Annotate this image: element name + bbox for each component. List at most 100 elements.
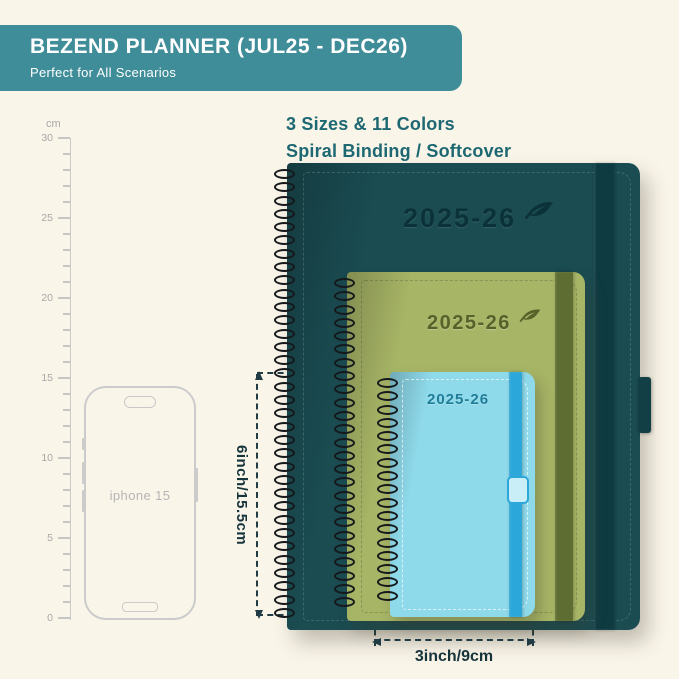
- spiral-ring: [377, 537, 398, 548]
- spiral-ring: [274, 581, 295, 592]
- ruler-tick: [63, 345, 70, 347]
- ruler-tick: [63, 281, 70, 283]
- iphone-outline: iphone 15: [82, 386, 198, 620]
- arrow-down-icon: [255, 610, 263, 619]
- spiral-binding: [274, 169, 300, 624]
- ruler-tick-label: 25: [41, 212, 53, 224]
- spiral-ring: [274, 341, 295, 352]
- spiral-ring: [274, 262, 295, 273]
- ruler-tick: [58, 457, 70, 459]
- spiral-ring: [274, 434, 295, 445]
- spiral-ring: [274, 315, 295, 326]
- ruler-tick-label: 0: [47, 612, 53, 624]
- ruler-tick: [63, 201, 70, 203]
- feature-line-sizes: 3 Sizes & 11 Colors: [286, 114, 455, 134]
- ruler-tick: [58, 617, 70, 619]
- phone-port: [122, 602, 158, 612]
- spiral-ring: [377, 497, 398, 508]
- spiral-ring: [334, 583, 355, 594]
- elastic-band: [594, 163, 614, 630]
- ruler-tick: [63, 425, 70, 427]
- spiral-ring: [274, 195, 295, 206]
- spiral-ring: [377, 484, 398, 495]
- width-dimension-line: [372, 638, 536, 646]
- ruler-tick: [63, 233, 70, 235]
- ruler-tick: [58, 537, 70, 539]
- spiral-ring: [377, 510, 398, 521]
- spiral-ring: [377, 471, 398, 482]
- phone-mute-switch: [82, 438, 85, 450]
- spiral-ring: [334, 464, 355, 475]
- ruler-tick: [63, 249, 70, 251]
- spiral-ring: [334, 530, 355, 541]
- ruler-tick: [63, 441, 70, 443]
- spiral-ring: [274, 248, 295, 259]
- ruler-tick: [63, 505, 70, 507]
- ruler-tick: [63, 329, 70, 331]
- spiral-ring: [334, 597, 355, 608]
- spiral-ring: [377, 378, 398, 388]
- height-dimension-label: 6inch/15.5cm: [233, 444, 250, 546]
- spiral-ring: [274, 381, 295, 392]
- arrow-left-icon: [372, 638, 381, 646]
- spiral-ring: [334, 304, 355, 315]
- pen-loop: [638, 377, 651, 433]
- phone-label: iphone 15: [109, 488, 171, 503]
- spiral-ring: [274, 275, 295, 286]
- spiral-ring: [274, 607, 295, 618]
- spiral-ring: [274, 301, 295, 312]
- spiral-ring: [334, 410, 355, 421]
- elastic-band: [555, 272, 573, 621]
- spiral-ring: [274, 474, 295, 485]
- spiral-ring: [274, 448, 295, 459]
- ruler-tick: [63, 313, 70, 315]
- spiral-ring: [274, 488, 295, 499]
- spiral-ring: [377, 590, 398, 601]
- spiral-ring: [274, 528, 295, 539]
- spiral-ring: [334, 384, 355, 395]
- spiral-ring: [377, 417, 398, 428]
- spiral-ring: [274, 421, 295, 432]
- spiral-binding: [377, 378, 403, 611]
- planner-small: 2025-26: [377, 372, 535, 617]
- ruler-tick: [63, 569, 70, 571]
- spiral-ring: [274, 235, 295, 246]
- spiral-ring: [274, 594, 295, 605]
- ruler-tick: [63, 361, 70, 363]
- spiral-ring: [334, 344, 355, 355]
- ruler-tick: [58, 137, 70, 139]
- spiral-ring: [274, 514, 295, 525]
- ruler-tick-label: 10: [41, 452, 53, 464]
- spiral-ring: [334, 543, 355, 554]
- spiral-ring: [334, 517, 355, 528]
- spiral-ring: [377, 444, 398, 455]
- spiral-ring: [334, 397, 355, 408]
- spiral-ring: [274, 222, 295, 233]
- spiral-ring: [274, 567, 295, 578]
- ruler-tick: [63, 185, 70, 187]
- year-label: 2025-26: [427, 391, 490, 408]
- ruler-unit-label: cm: [46, 118, 61, 130]
- banner-title: BEZEND PLANNER (JUL25 - DEC26): [30, 35, 408, 58]
- spiral-ring: [334, 424, 355, 435]
- spiral-ring: [334, 490, 355, 501]
- year-label: 2025-26: [403, 203, 517, 233]
- spiral-ring: [377, 391, 398, 402]
- phone-volume-down-button: [82, 490, 85, 512]
- ruler-tick-label: 20: [41, 292, 53, 304]
- spiral-binding: [334, 278, 360, 615]
- spiral-ring: [334, 371, 355, 382]
- feather-icon: [524, 202, 554, 220]
- spiral-ring: [334, 331, 355, 342]
- spiral-ring: [274, 501, 295, 512]
- spiral-ring: [274, 461, 295, 472]
- ruler-tick: [58, 217, 70, 219]
- ruler-tick: [63, 265, 70, 267]
- spiral-ring: [274, 355, 295, 366]
- title-banner: BEZEND PLANNER (JUL25 - DEC26) Perfect f…: [0, 25, 462, 91]
- spiral-ring: [274, 554, 295, 565]
- dimension-endtick-right: [532, 619, 534, 646]
- width-dimension-label: 3inch/9cm: [414, 648, 494, 665]
- spiral-ring: [334, 357, 355, 368]
